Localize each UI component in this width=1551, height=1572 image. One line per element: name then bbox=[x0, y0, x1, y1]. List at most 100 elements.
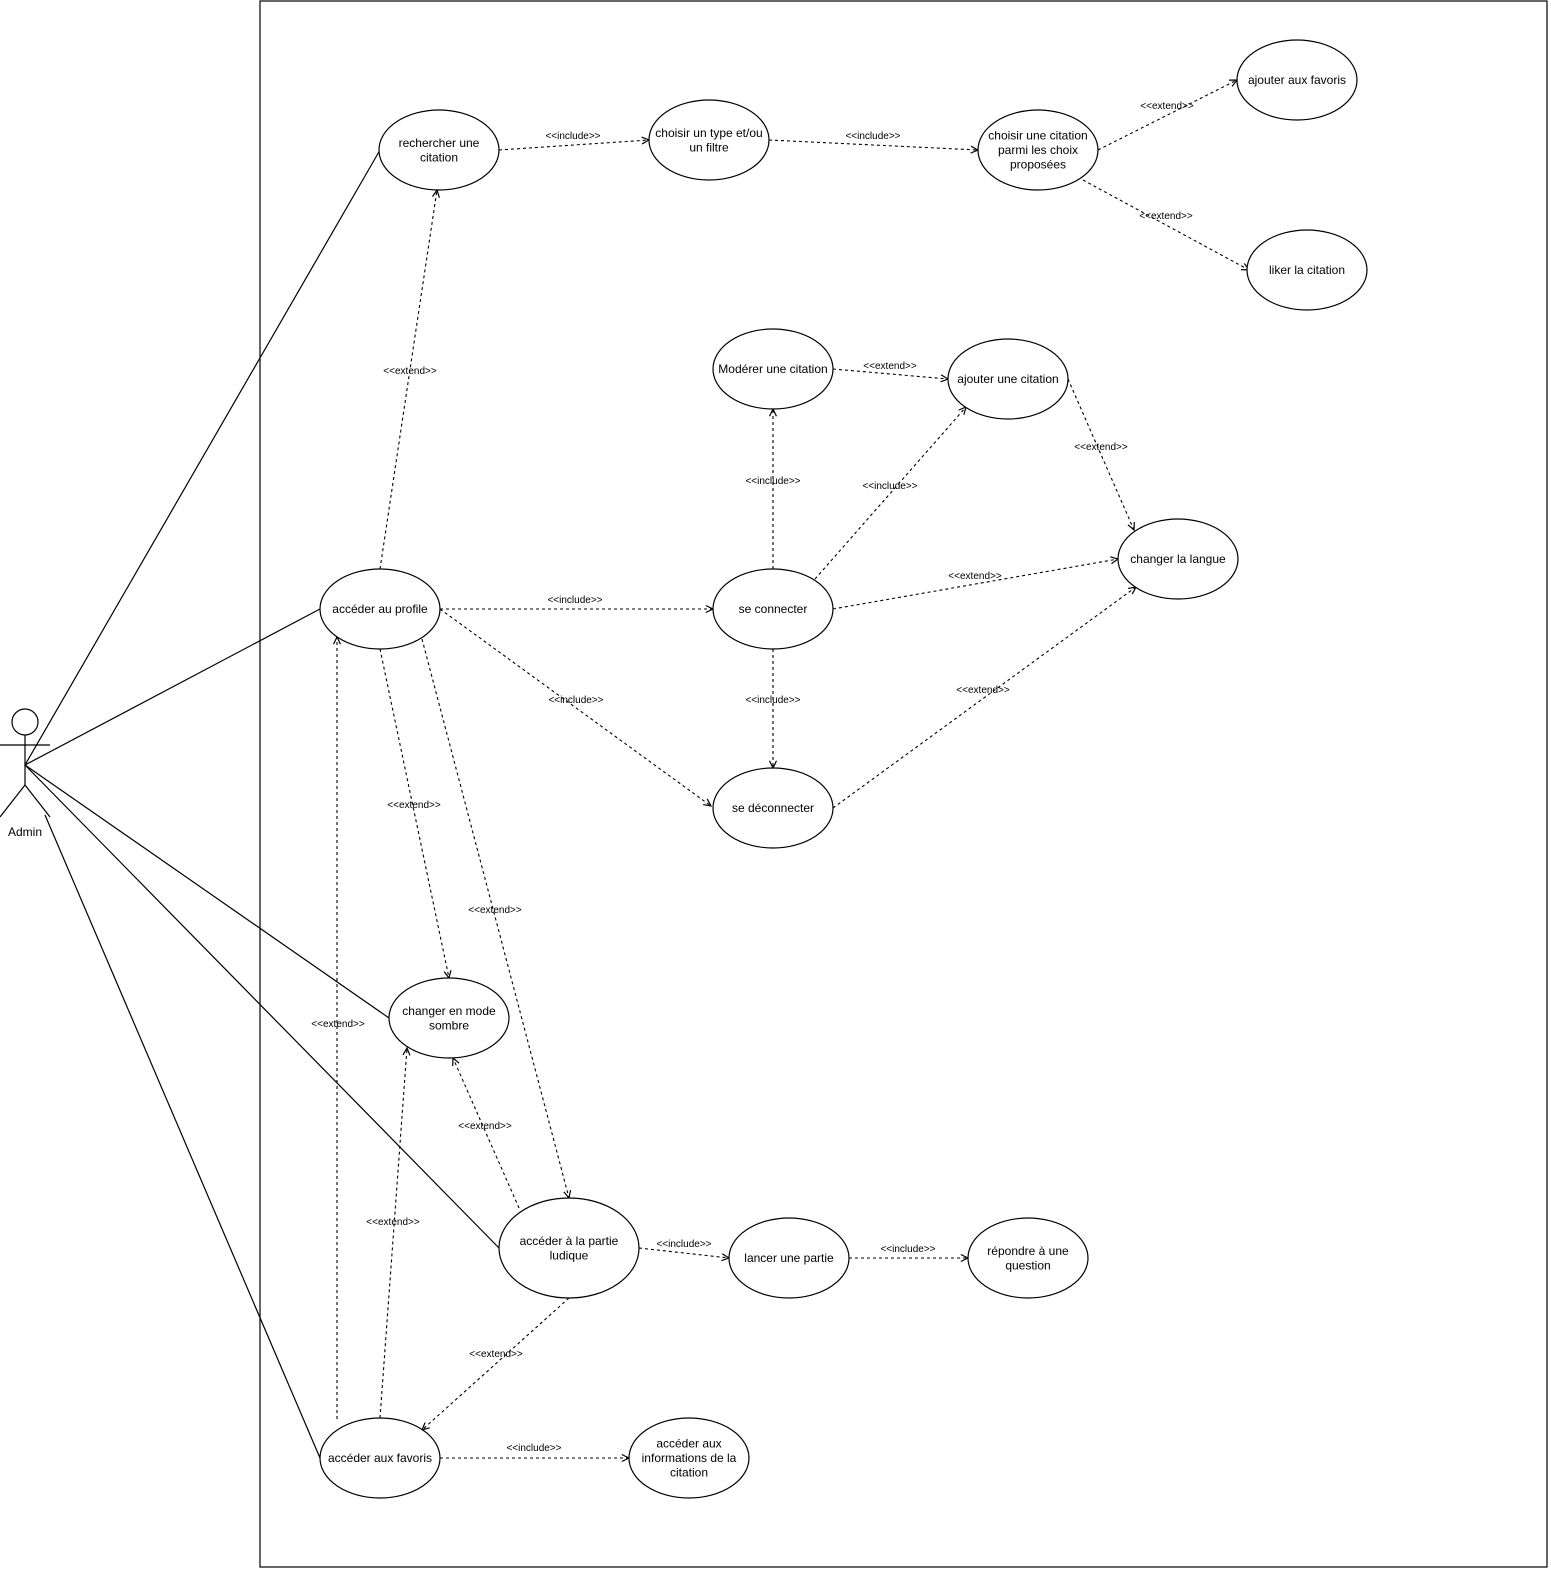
use-case-label: citation bbox=[420, 150, 458, 164]
stereotype-label: <<extend>> bbox=[311, 1019, 365, 1030]
use-case-label: choisir une citation bbox=[988, 129, 1087, 143]
use-case-connecter[interactable]: se connecter bbox=[712, 568, 834, 650]
relationship-profile-to-deconnecter: <<include>> bbox=[439, 608, 713, 807]
stereotype-label: <<extend>> bbox=[387, 800, 441, 811]
relationship-favoris-to-sombre: <<extend>> bbox=[366, 1046, 420, 1419]
relationship-profile-to-ludique: <<extend>> bbox=[421, 638, 572, 1200]
use-case-ellipse[interactable] bbox=[319, 568, 441, 650]
use-case-ellipse[interactable] bbox=[977, 109, 1099, 191]
use-case-label: se déconnecter bbox=[732, 801, 814, 815]
use-case-ellipse[interactable] bbox=[628, 1417, 750, 1499]
relationship-profile-to-rechercher: <<extend>> bbox=[379, 188, 440, 570]
stereotype-label: <<extend>> bbox=[469, 1349, 523, 1360]
relationship-ludique-to-favoris: <<extend>> bbox=[420, 1297, 570, 1431]
use-case-label: parmi les choix bbox=[998, 143, 1078, 157]
stereotype-label: <<extend>> bbox=[1139, 211, 1193, 222]
use-case-ellipse[interactable] bbox=[498, 1197, 640, 1299]
use-case-ellipse[interactable] bbox=[712, 568, 834, 650]
use-case-ellipse[interactable] bbox=[1117, 518, 1239, 600]
use-case-label: se connecter bbox=[739, 602, 808, 616]
dashed-arrow-line bbox=[452, 1057, 520, 1209]
use-case-ellipse[interactable] bbox=[947, 338, 1069, 420]
use-case-ellipse[interactable] bbox=[319, 1417, 441, 1499]
use-case-ellipse[interactable] bbox=[1246, 229, 1368, 311]
dashed-arrow-line bbox=[439, 608, 712, 807]
use-case-label: changer en mode bbox=[402, 1004, 496, 1018]
use-case-label: Modérer une citation bbox=[718, 362, 827, 376]
use-case-ellipse[interactable] bbox=[967, 1217, 1089, 1299]
use-case-label: question bbox=[1005, 1258, 1050, 1272]
relationship-favoris-to-profile: <<extend>> bbox=[311, 635, 365, 1419]
stereotype-label: <<extend>> bbox=[366, 1217, 420, 1228]
association-layer bbox=[24, 149, 500, 1459]
use-case-ellipse[interactable] bbox=[1236, 39, 1358, 121]
use-case-label: liker la citation bbox=[1269, 263, 1345, 277]
dashed-arrow-line bbox=[379, 1047, 408, 1419]
stereotype-label: <<include>> bbox=[656, 1239, 711, 1250]
use-case-moderer[interactable]: Modérer une citation bbox=[712, 328, 834, 410]
use-case-label: accéder à la partie bbox=[520, 1234, 619, 1248]
relationship-deconnecter-to-changer_langue: <<extend>> bbox=[832, 586, 1138, 809]
dashed-arrow-line bbox=[832, 586, 1137, 809]
stereotype-label: <<extend>> bbox=[1140, 101, 1194, 112]
dashed-arrow-line bbox=[832, 558, 1119, 610]
stereotype-label: <<extend>> bbox=[458, 1121, 512, 1132]
use-case-ellipse[interactable] bbox=[378, 109, 500, 191]
stereotype-label: <<extend>> bbox=[948, 571, 1002, 582]
use-case-label: proposées bbox=[1010, 158, 1066, 172]
relationship-profile-to-sombre: <<extend>> bbox=[379, 648, 452, 980]
stereotype-label: <<include>> bbox=[506, 1443, 561, 1454]
open-arrowhead-icon bbox=[1128, 586, 1138, 595]
use-case-ellipse[interactable] bbox=[728, 1217, 850, 1299]
dashed-arrow-line bbox=[379, 648, 450, 979]
stereotype-label: <<include>> bbox=[845, 131, 900, 142]
stereotype-label: <<extend>> bbox=[468, 905, 522, 916]
use-case-ellipse[interactable] bbox=[388, 977, 510, 1059]
stereotype-label: <<include>> bbox=[545, 131, 600, 142]
use-case-ellipse[interactable] bbox=[648, 99, 770, 181]
use-case-label: sombre bbox=[429, 1018, 469, 1032]
use-case-ellipse[interactable] bbox=[712, 328, 834, 410]
relationship-connecter-to-changer_langue: <<extend>> bbox=[832, 556, 1120, 610]
relationship-choisir_citation-to-ajouter_favoris: <<extend>> bbox=[1097, 79, 1239, 151]
use-case-label: accéder aux bbox=[656, 1437, 721, 1451]
stereotype-label: <<include>> bbox=[862, 481, 917, 492]
relationship-connecter-to-deconnecter: <<include>> bbox=[745, 649, 801, 770]
relationship-favoris-to-infos: <<include>> bbox=[440, 1443, 631, 1463]
use-case-label: un filtre bbox=[689, 140, 729, 154]
use-case-label: accéder au profile bbox=[332, 602, 428, 616]
dashed-arrow-line bbox=[832, 368, 949, 380]
use-case-label: changer la langue bbox=[1130, 552, 1226, 566]
use-case-lancer[interactable]: lancer une partie bbox=[728, 1217, 850, 1299]
dashed-arrow-line bbox=[1097, 79, 1238, 151]
use-case-ajouter_citation[interactable]: ajouter une citation bbox=[947, 338, 1069, 420]
relationship-choisir_type-to-choisir_citation: <<include>> bbox=[768, 131, 980, 154]
use-case-deconnecter[interactable]: se déconnecter bbox=[712, 767, 834, 849]
stereotype-label: <<include>> bbox=[547, 595, 602, 606]
dashed-arrow-line bbox=[498, 139, 650, 151]
open-arrowhead-icon bbox=[402, 1046, 411, 1056]
use-case-profile[interactable]: accéder au profile bbox=[319, 568, 441, 650]
association-line-sombre bbox=[24, 764, 390, 1019]
actor: Admin bbox=[0, 708, 51, 839]
use-case-favoris[interactable]: accéder aux favoris bbox=[319, 1417, 441, 1499]
relationship-profile-to-connecter: <<include>> bbox=[440, 595, 715, 614]
open-arrowhead-icon bbox=[443, 970, 452, 980]
use-case-label: répondre à une bbox=[987, 1244, 1069, 1258]
stick-figure-actor-icon bbox=[0, 708, 51, 818]
use-case-ajouter_favoris[interactable]: ajouter aux favoris bbox=[1236, 39, 1358, 121]
dashed-arrow-line bbox=[768, 139, 979, 151]
use-case-liker[interactable]: liker la citation bbox=[1246, 229, 1368, 311]
use-case-ellipse[interactable] bbox=[712, 767, 834, 849]
use-case-changer_langue[interactable]: changer la langue bbox=[1117, 518, 1239, 600]
use-case-label: informations de la bbox=[642, 1451, 737, 1465]
dashed-arrow-line bbox=[379, 189, 438, 570]
